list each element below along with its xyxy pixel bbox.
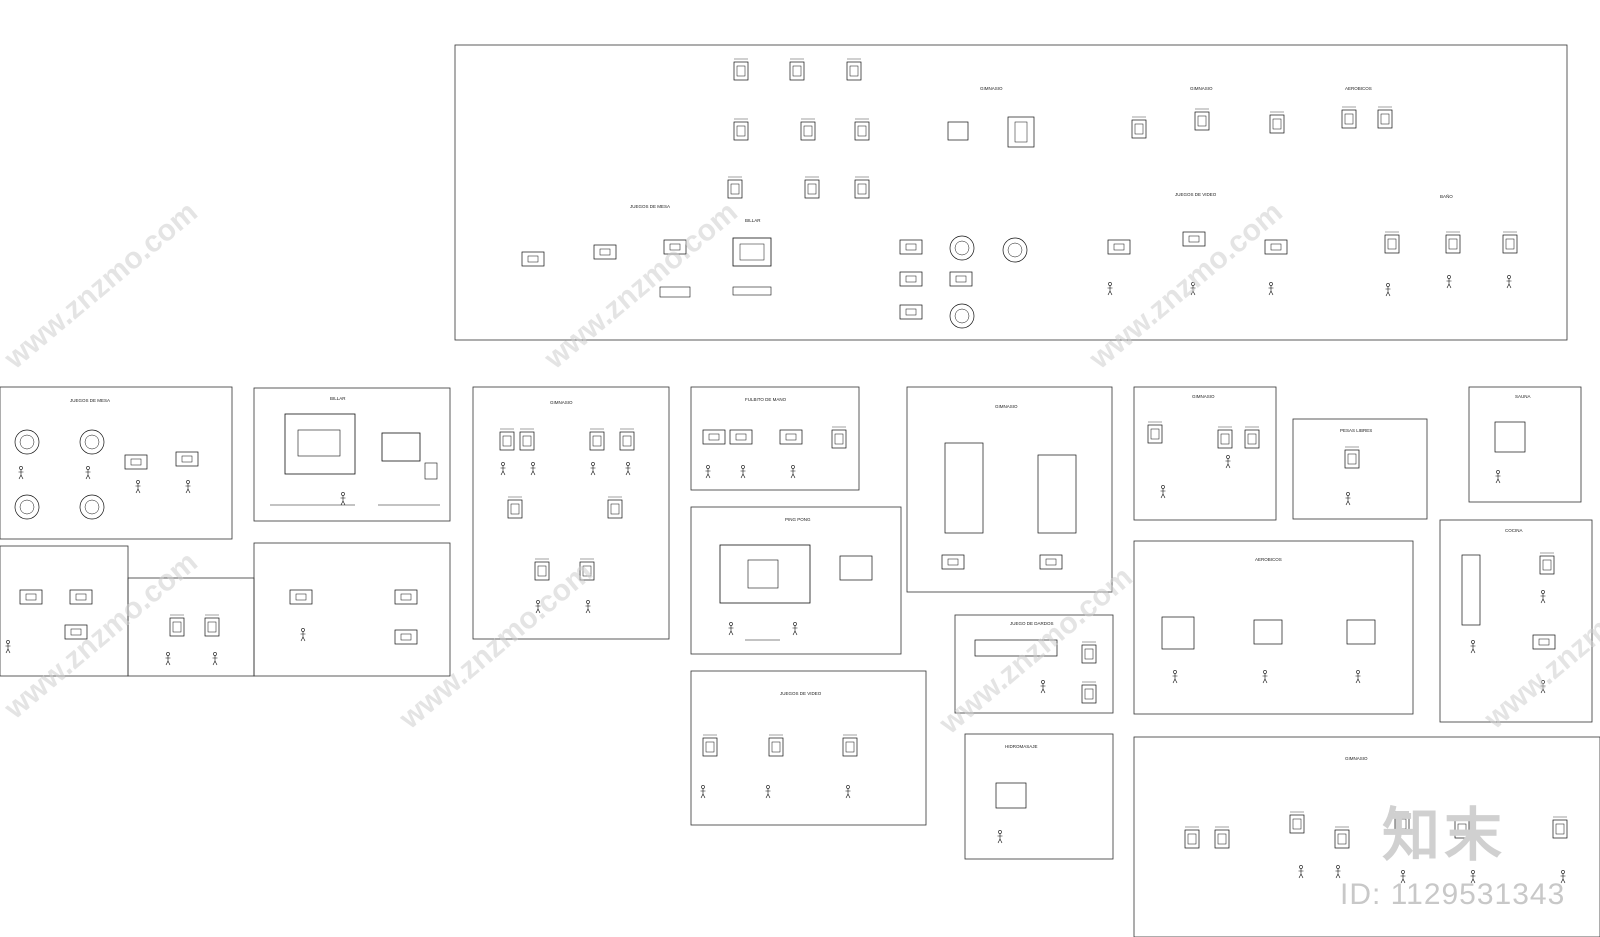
sheet-title-video: JUEGOS DE VIDEO — [780, 691, 822, 696]
resource-id: ID: 1129531343 — [1340, 878, 1566, 911]
sheet-gimnasio-far: PESAS LIBRES — [1292, 418, 1428, 520]
top-sheet-title-3: AEROBICOS — [1345, 86, 1372, 91]
sheet-title-gym2: GIMNASIO — [995, 404, 1018, 409]
sheet-billar: BILLAR — [253, 387, 451, 522]
sheet-gimnasio-right1: GIMNASIO — [1133, 386, 1277, 521]
sheet-title-pingpong: PING PONG — [785, 517, 811, 522]
sheet-title-juegos: JUEGOS DE MESA — [70, 398, 110, 403]
sheet-hidromasaje: HIDROMASAJE — [964, 733, 1114, 860]
watermark-text-5: www.znzmo.com — [393, 555, 599, 736]
sheet-cocina: COCINA — [1439, 519, 1593, 723]
sheet-left-bottom-c — [253, 542, 451, 677]
sheet-title-gym-bottom: GIMNASIO — [1345, 756, 1368, 761]
sheet-title-dardos: JUEGO DE DARDOS — [1010, 621, 1054, 626]
top-sheet-title-6: JUEGOS DE VIDEO — [1175, 192, 1217, 197]
sheet-title-hidro: HIDROMASAJE — [1005, 744, 1038, 749]
brand-logo: 知末 — [1382, 801, 1507, 869]
sheet-gimnasio-mid: GIMNASIO — [906, 386, 1113, 593]
sheet-sauna: SAUNA — [1468, 386, 1582, 503]
sheet-top-large: GIMNASIO GIMNASIO AEROBICOS JUEGOS DE ME… — [454, 44, 1568, 341]
watermark-text-7: www.znzmo.com — [1478, 555, 1600, 736]
sheet-dardos: JUEGO DE DARDOS — [954, 614, 1114, 714]
sheet-title-aerobicos: AEROBICOS — [1255, 557, 1282, 562]
sheet-juegos-video: JUEGOS DE VIDEO — [690, 670, 927, 826]
sheet-gimnasio-left: GIMNASIO — [472, 386, 670, 640]
watermark-layer: www.znzmo.com www.znzmo.com www.znzmo.co… — [0, 195, 1600, 741]
sheet-fulbito: FULBITO DE MANO — [690, 386, 860, 491]
sheet-title-billar: BILLAR — [330, 396, 346, 401]
sheet-title-pesas: PESAS LIBRES — [1340, 428, 1372, 433]
watermark-text-1: www.znzmo.com — [0, 195, 204, 376]
watermark-text-2: www.znzmo.com — [538, 195, 744, 376]
top-sheet-title-4: JUEGOS DE MESA — [630, 204, 670, 209]
sheet-title-gym1: GIMNASIO — [550, 400, 573, 405]
top-sheet-title: GIMNASIO — [980, 86, 1003, 91]
sheet-juegos-de-mesa: JUEGOS DE MESA — [0, 386, 233, 540]
sheet-title-sauna: SAUNA — [1515, 394, 1531, 399]
sheet-title-gym3: GIMNASIO — [1192, 394, 1215, 399]
sheet-ping-pong: PING PONG — [690, 506, 902, 655]
sheet-aerobicos: AEROBICOS — [1133, 540, 1414, 715]
top-sheet-title-5: BILLAR — [745, 218, 761, 223]
watermark-text-3: www.znzmo.com — [1083, 195, 1289, 376]
sheet-title-cocina: COCINA — [1505, 528, 1523, 533]
top-sheet-title-2: GIMNASIO — [1190, 86, 1213, 91]
watermark-text-6: www.znzmo.com — [933, 560, 1139, 741]
sheet-gimnasio-bottom: GIMNASIO — [1133, 736, 1600, 937]
top-sheet-title-7: BAÑO — [1440, 193, 1453, 199]
sheet-title-fulbito: FULBITO DE MANO — [745, 397, 787, 402]
